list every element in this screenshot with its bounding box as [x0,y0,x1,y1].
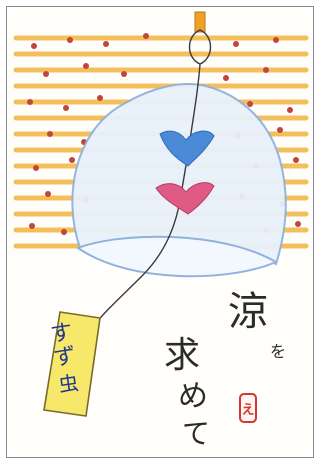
hanging-loop [188,29,212,65]
tanzaku-paper [43,311,101,417]
hanger-knot [194,11,206,33]
tanzaku-char: 虫 [56,369,81,397]
tanzaku-char: ず [52,343,78,372]
seal-text: え [241,402,255,418]
blue-heart [159,130,215,167]
calligraphy-char: 求 [164,335,201,376]
bell-rim [75,235,279,278]
chime-string [91,63,201,329]
artist-seal: え [239,393,257,423]
calligraphy-char: め [178,379,208,414]
calligraphy-char: 涼 [228,289,268,335]
calligraphy-char: て [182,417,211,450]
calligraphy-char: を [270,342,287,361]
pink-heart [155,182,215,215]
